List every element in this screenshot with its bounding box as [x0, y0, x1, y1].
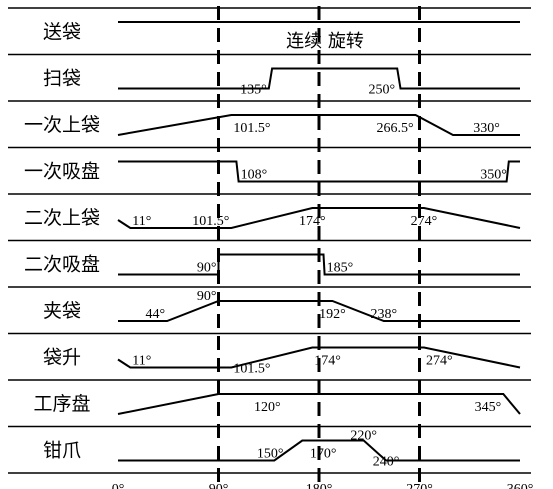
row-label: 一次吸盘: [24, 161, 100, 183]
angle-label: 238°: [370, 307, 397, 322]
signal-trace: [117, 346, 521, 369]
signal-trace: [117, 393, 521, 415]
signal-trace: [118, 439, 520, 462]
grid-lines: [8, 7, 531, 474]
row-label: 二次上袋: [24, 207, 100, 229]
signal-trace: [118, 300, 520, 322]
angle-label: 101.5°: [233, 121, 270, 136]
phase-dashed-lines: [217, 6, 421, 483]
angle-label: 192°: [319, 307, 346, 322]
angle-label: 150°: [257, 447, 284, 462]
angle-label: 330°: [473, 121, 500, 136]
angle-label: 108°: [241, 168, 268, 183]
signal-trace: [118, 160, 520, 183]
angle-label: 101.5°: [233, 362, 270, 377]
x-tick-label: 90°: [209, 482, 229, 489]
diagram-title: 连续 旋转: [286, 31, 364, 52]
angle-label: 185°: [327, 261, 354, 276]
row-label: 送袋: [43, 21, 81, 43]
angle-label: 350°: [480, 168, 507, 183]
angle-label: 11°: [132, 214, 151, 229]
x-tick-label: 360°: [507, 482, 534, 489]
angle-label: 220°: [350, 429, 377, 444]
angle-label: 266.5°: [376, 121, 413, 136]
angle-label: 170°: [310, 447, 337, 462]
row-label: 钳爪: [43, 440, 81, 462]
x-axis-ticks: 0° 90° 180° 270° 360°: [112, 482, 534, 489]
angle-label: 240°: [373, 455, 400, 470]
angle-label: 250°: [369, 83, 396, 98]
signal-trace: [117, 207, 521, 229]
signal-trace: [118, 253, 520, 276]
angle-label: 345°: [475, 400, 502, 415]
angle-label: 11°: [132, 354, 151, 369]
angle-label: 44°: [146, 307, 166, 322]
row-label: 一次上袋: [24, 114, 100, 136]
row-label: 扫袋: [43, 68, 81, 90]
x-tick-label: 0°: [112, 482, 125, 489]
x-tick-label: 270°: [406, 482, 433, 489]
row-label: 二次吸盘: [24, 254, 100, 276]
row-label: 夹袋: [43, 300, 81, 322]
x-tick-label: 180°: [306, 482, 333, 489]
angle-label: 274°: [426, 354, 453, 369]
angle-label: 101.5°: [192, 214, 229, 229]
angle-label: 135°: [240, 83, 267, 98]
angle-label: 174°: [299, 214, 326, 229]
signal-traces: [117, 21, 521, 462]
signal-trace: [117, 114, 520, 136]
angle-label: 90°: [197, 261, 217, 276]
row-label: 工序盘: [33, 393, 90, 415]
angle-label: 90°: [197, 289, 217, 304]
angle-label: 120°: [254, 400, 281, 415]
row-label: 袋升: [43, 347, 81, 369]
angle-label: 174°: [314, 354, 341, 369]
angle-annotations: 135° 250° 101.5° 266.5° 330° 108° 350° 11° 101.5…: [132, 83, 507, 470]
signal-trace: [118, 67, 520, 90]
angle-label: 274°: [411, 214, 438, 229]
